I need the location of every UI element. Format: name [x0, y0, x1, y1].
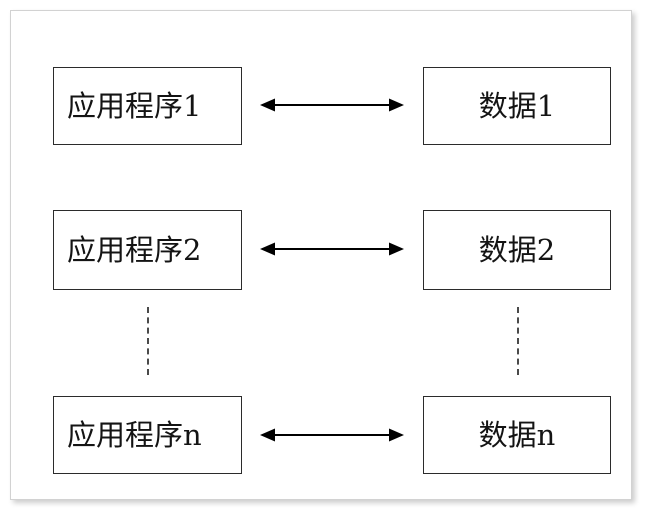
- data-box-n-label: 数据n: [478, 417, 556, 452]
- ellipsis-dashed-line-right: [517, 307, 519, 375]
- data-box-n[interactable]: 数据n: [423, 396, 611, 474]
- application-box-2-label: 应用程序2: [67, 232, 202, 267]
- application-box-1[interactable]: 应用程序1: [53, 67, 242, 145]
- connector-arrow-2[interactable]: [257, 237, 407, 261]
- ellipsis-dashed-line-left: [147, 307, 149, 375]
- diagram-frame: 应用程序1 数据1 应用程序2 数据2 应用程序n: [10, 10, 632, 500]
- double-headed-arrow-icon: [260, 98, 404, 112]
- application-box-1-label: 应用程序1: [67, 88, 202, 123]
- connector-arrow-n[interactable]: [257, 423, 407, 447]
- data-box-2[interactable]: 数据2: [423, 210, 611, 290]
- data-box-1[interactable]: 数据1: [423, 67, 611, 145]
- data-box-2-label: 数据2: [478, 232, 556, 267]
- application-box-n[interactable]: 应用程序n: [53, 396, 242, 474]
- connector-arrow-1[interactable]: [257, 93, 407, 117]
- data-box-1-label: 数据1: [478, 88, 556, 123]
- double-headed-arrow-icon: [260, 242, 404, 256]
- application-box-n-label: 应用程序n: [67, 417, 202, 452]
- double-headed-arrow-icon: [260, 428, 404, 442]
- application-box-2[interactable]: 应用程序2: [53, 210, 242, 290]
